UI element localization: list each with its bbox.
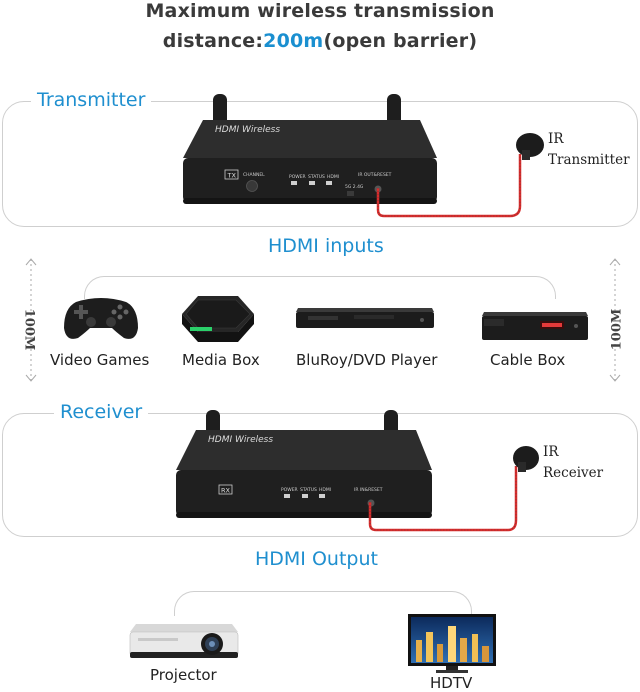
media-box-icon [182, 296, 254, 342]
device-top [183, 120, 437, 158]
rx-status-label: STATUS [300, 487, 317, 493]
ir-transmitter-caption: IR Transmitter [548, 129, 630, 171]
transmitter-label: Transmitter [31, 89, 152, 111]
rx-hdmi-led [319, 494, 325, 498]
status-led [309, 181, 315, 185]
ir-receiver-cable [368, 446, 539, 532]
device-brand: HDMI Wireless [215, 125, 280, 135]
hdmi-label: HDMI [327, 174, 339, 180]
hdmi-led [326, 181, 332, 185]
headline-line-2: distance:200m(open barrier) [0, 30, 640, 52]
device-base [183, 198, 437, 204]
power-label: POWER [289, 174, 306, 180]
hdmi-inputs-label: HDMI inputs [262, 235, 390, 257]
rx-power-label: POWER [281, 487, 298, 493]
headline-line-1: Maximum wireless transmission [145, 0, 495, 22]
ir-receiver-caption: IR Receiver [543, 442, 603, 484]
caption-dvd-player: BluRoy/DVD Player [296, 351, 438, 369]
rx-badge-box [218, 484, 233, 495]
caption-video-games: Video Games [50, 351, 150, 369]
caption-media-box: Media Box [182, 351, 260, 369]
dvd-player-icon [296, 308, 434, 328]
tx-badge: TX [227, 172, 237, 180]
transmitter-device: HDMI Wireless TX CHANNEL POWER STATUS HD… [183, 94, 437, 204]
channel-label: CHANNEL [243, 172, 265, 178]
distance-suffix: (open barrier) [323, 30, 478, 52]
status-label: STATUS [308, 174, 325, 180]
receiver-label: Receiver [54, 401, 149, 423]
tx-badge-box [224, 169, 239, 180]
ir-transmitter-cable [376, 133, 544, 218]
device-front [183, 158, 437, 202]
rx-device-base [176, 512, 432, 518]
freq-switch[interactable] [347, 191, 354, 196]
power-led [291, 181, 297, 185]
rx-power-led [284, 494, 290, 498]
hdtv-icon [408, 614, 496, 673]
hdmi-inputs-bracket [84, 276, 556, 299]
rx-device-top [176, 430, 432, 470]
rx-hdmi-label: HDMI [319, 487, 331, 493]
rx-ir-port-label: IR IN&RESET [354, 487, 383, 493]
rx-status-led [302, 494, 308, 498]
rx-device-brand: HDMI Wireless [208, 435, 273, 445]
distance-arrow-left [25, 258, 37, 382]
ir-port-label: IR OUT&RESET [358, 172, 392, 178]
projector-icon [129, 624, 239, 658]
receiver-device: HDMI Wireless RX POWER STATUS HDMI IR IN… [176, 410, 432, 518]
caption-projector: Projector [150, 666, 217, 684]
distance-arrow-right [609, 258, 621, 382]
ir-receiver-line1: IR [543, 444, 559, 460]
rx-badge: RX [221, 487, 231, 495]
cable-box-icon [482, 312, 588, 340]
distance-right-label: 100M [609, 308, 625, 351]
hdmi-output-label: HDMI Output [249, 548, 384, 570]
freq-label: 5G 2.4G [345, 184, 364, 190]
distance-prefix: distance: [162, 30, 264, 52]
ir-transmitter-line1: IR [548, 131, 564, 147]
distance-value: 200m [263, 30, 324, 52]
distance-left-label: 100M [21, 308, 37, 351]
ir-transmitter-line2: Transmitter [548, 152, 630, 168]
caption-hdtv: HDTV [430, 674, 473, 692]
game-controller-icon [64, 298, 138, 339]
channel-button[interactable] [246, 180, 258, 192]
caption-cable-box: Cable Box [490, 351, 566, 369]
ir-receiver-line2: Receiver [543, 465, 604, 481]
